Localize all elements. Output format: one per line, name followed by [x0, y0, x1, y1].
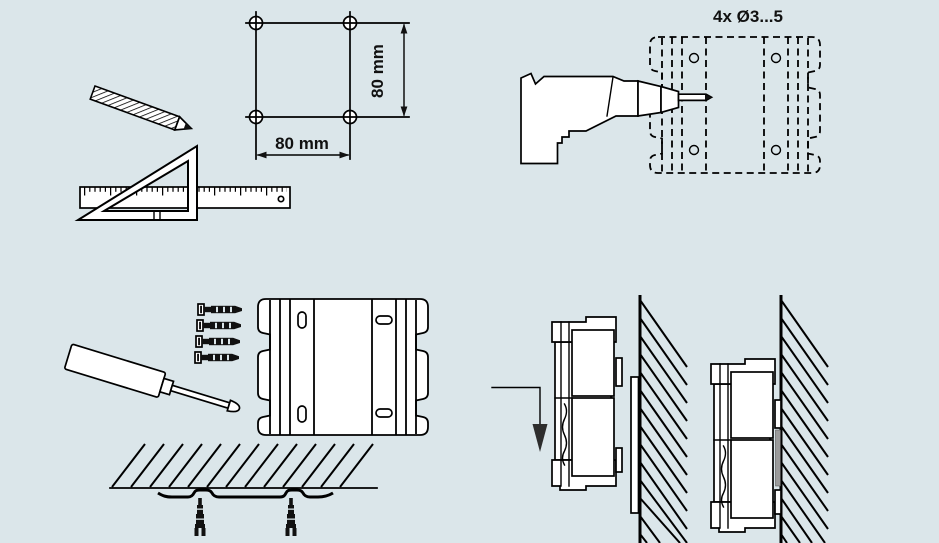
- plate-between-device-and-wall: [775, 429, 781, 487]
- plate-hole: [770, 52, 782, 64]
- wall-hatching: [639, 299, 688, 543]
- panel-screwing: [64, 298, 429, 536]
- drill-bit: [677, 93, 714, 102]
- mounting-plate-slots: [297, 311, 393, 423]
- slide-down-arrow-icon: [491, 386, 548, 452]
- set-square-icon: [74, 144, 198, 221]
- plate-slot: [297, 311, 307, 329]
- plate-dashed-holes: [688, 52, 782, 156]
- plate-hole: [688, 52, 700, 64]
- plate-hole: [688, 144, 700, 156]
- height-dim-label: 80 mm: [368, 44, 387, 98]
- wall-hatching: [780, 299, 829, 543]
- hanging-step-1: [551, 295, 688, 543]
- panel-hanging: [491, 295, 829, 543]
- marking-template: [245, 11, 410, 160]
- plate-slot: [375, 408, 393, 418]
- plate-hole: [770, 144, 782, 156]
- panel-drilling: 4x Ø3...5: [520, 7, 821, 174]
- plate-slot: [375, 315, 393, 325]
- device-side-view: [710, 358, 782, 533]
- panel-marking: 80 mm 80 mm: [74, 11, 410, 221]
- wall-plate-side-view: [630, 376, 640, 514]
- pencil-icon: [89, 84, 194, 131]
- dimension-width: 80 mm: [256, 134, 350, 159]
- dimension-height: 80 mm: [368, 23, 408, 117]
- plate-profile: [157, 488, 334, 499]
- hanging-step-2: [710, 295, 829, 543]
- drill-icon: [520, 72, 714, 165]
- wall-cross-section: [109, 443, 378, 536]
- mounting-plate: [257, 298, 429, 436]
- plate-slot: [297, 405, 307, 423]
- drill-chuck: [637, 79, 662, 117]
- wall-hatching: [111, 443, 374, 488]
- device-side-view: [551, 316, 623, 491]
- screwdriver-icon: [64, 343, 241, 413]
- drill-spec-label: 4x Ø3...5: [713, 7, 783, 26]
- width-dim-label: 80 mm: [275, 134, 329, 153]
